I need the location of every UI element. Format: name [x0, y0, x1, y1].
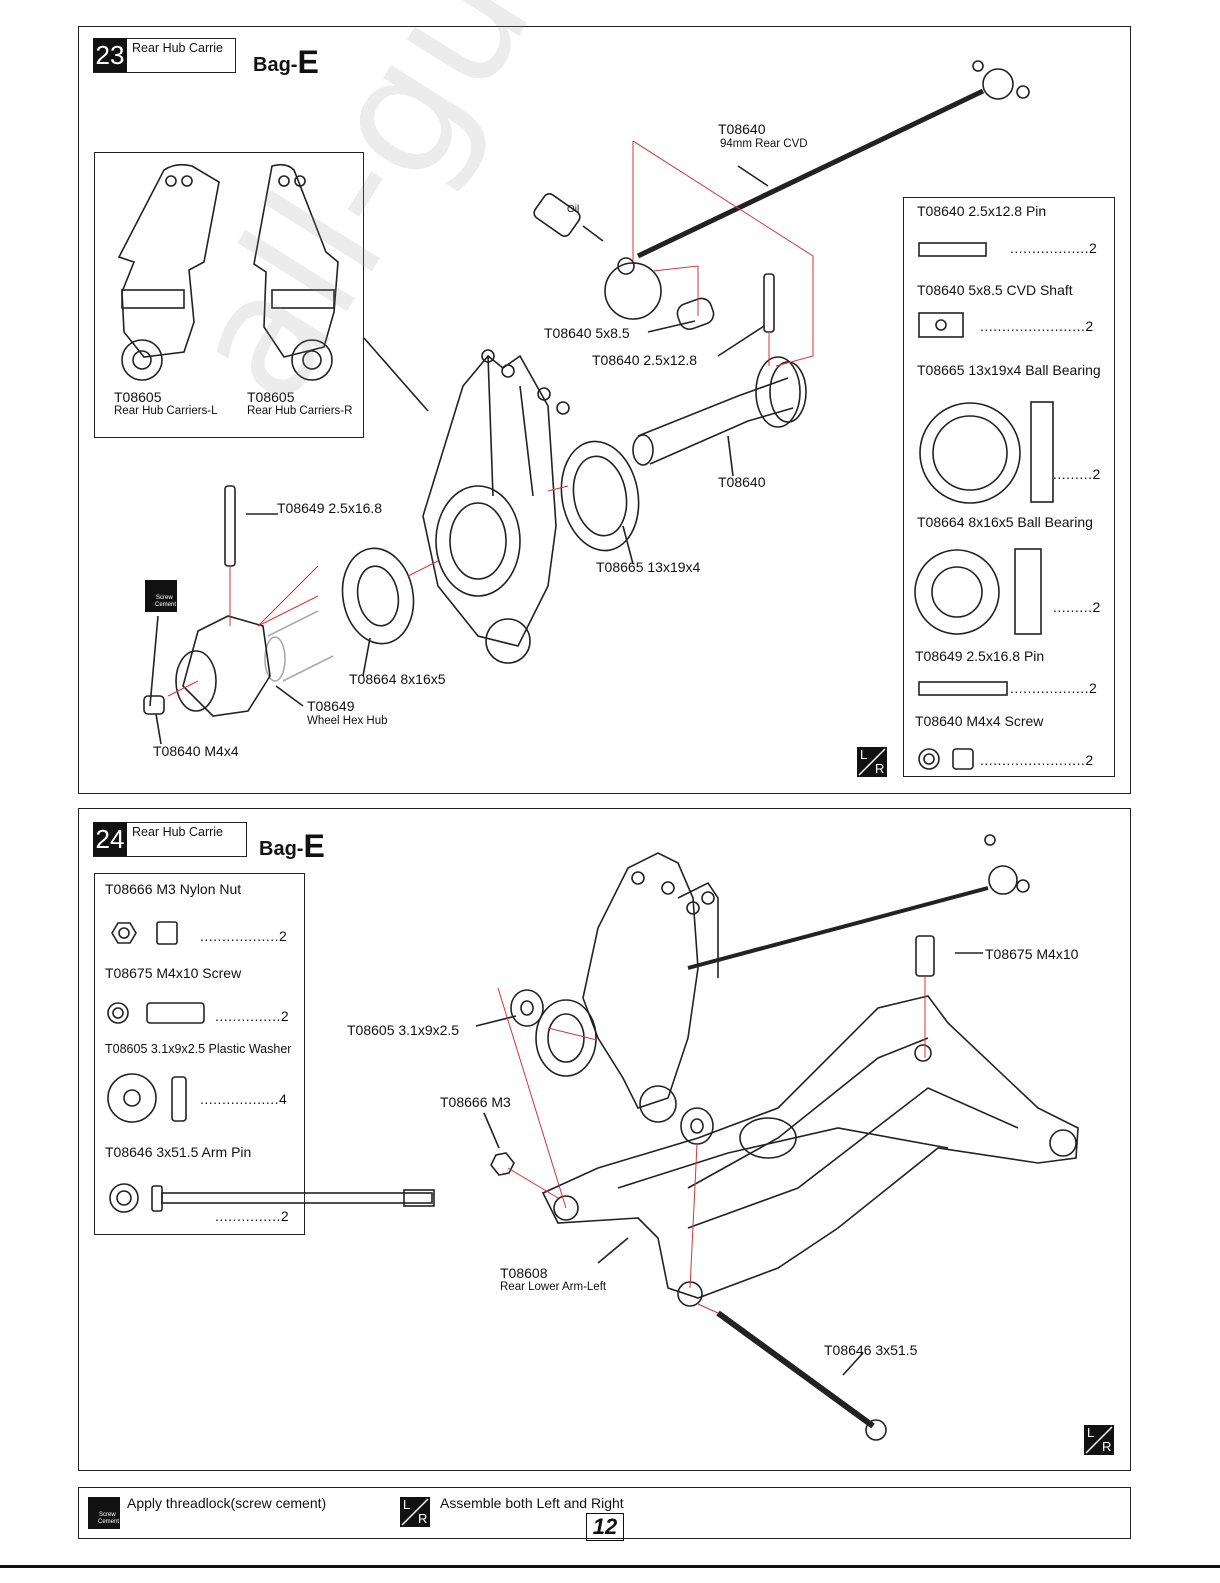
part-arm-pin-qty: ...............2	[215, 1208, 290, 1224]
carrier-r-code: T08605	[247, 389, 295, 405]
part-cvd-shaft-qty: ........................2	[980, 318, 1094, 334]
hub-carriers-drawing	[117, 163, 339, 381]
part-m3-nut-title: T08666 M3 Nylon Nut	[105, 881, 242, 897]
oil-bottle	[533, 193, 604, 242]
carrier-l-name: Rear Hub Carriers-L	[114, 405, 218, 417]
step-23-panel	[78, 26, 1131, 794]
screw-cement-line1: Screw	[156, 595, 173, 601]
part-bearing-8-title: T08664 8x16x5 Ball Bearing	[917, 514, 1093, 530]
axle-callout: T08640	[718, 474, 766, 490]
step-23-parts-list	[903, 197, 1115, 777]
lr-right-letter: R	[418, 1511, 428, 1526]
step-24-exploded-view	[475, 834, 1079, 1441]
step-23-parts-drawings	[914, 242, 1054, 770]
cvd-name: 94mm Rear CVD	[720, 138, 808, 150]
part-washer-qty: ..................4	[200, 1091, 288, 1107]
part-cvd-shaft-title: T08640 5x8.5 CVD Shaft	[917, 282, 1073, 298]
lower-arm-name: Rear Lower Arm-Left	[500, 1281, 607, 1293]
part-bearing-13-qty: .........2	[1053, 466, 1101, 482]
screw-cement-line2: Cement	[155, 602, 177, 608]
oil-label: Oil	[567, 204, 580, 215]
cvd-code: T08640	[718, 121, 766, 137]
carrier-l-code: T08605	[114, 389, 162, 405]
step-23-title: Rear Hub Carrie	[132, 41, 224, 55]
step-24-panel	[78, 808, 1131, 1471]
left-right-icon: L R	[1084, 1425, 1114, 1455]
screw-cement-icon: Screw Cement	[88, 1497, 120, 1529]
left-right-icon: L R	[857, 747, 887, 777]
part-pin-25x168-title: T08649 2.5x16.8 Pin	[915, 648, 1045, 664]
step-24-number: 24	[93, 822, 127, 856]
nut-m3-callout: T08666 M3	[440, 1094, 511, 1110]
step-24-parts-drawings	[107, 921, 435, 1213]
bearing-13-callout: T08665 13x19x4	[596, 559, 701, 575]
lr-left-letter: L	[860, 747, 868, 762]
screw-cement-line2: Cement	[98, 1519, 120, 1525]
hex-hub-code: T08649	[307, 698, 355, 714]
part-washer-title: T08605 3.1x9x2.5 Plastic Washer	[105, 1042, 292, 1056]
part-m4x10-title: T08675 M4x10 Screw	[105, 965, 242, 981]
part-screw-m4x4-title: T08640 M4x4 Screw	[915, 713, 1044, 729]
step-23-bag-prefix: Bag-	[253, 54, 298, 76]
part-pin-25x168-qty: ..................2	[1010, 680, 1098, 696]
hub-carriers-inset	[94, 152, 364, 438]
arm-pin-callout: T08646 3x51.5	[824, 1342, 918, 1358]
part-pin-25x128-qty: ..................2	[1010, 240, 1098, 256]
part-m4x10-qty: ...............2	[215, 1008, 290, 1024]
hex-hub-name: Wheel Hex Hub	[307, 715, 388, 727]
bottom-rule	[0, 1565, 1220, 1568]
footer-panel	[78, 1487, 1131, 1539]
part-bearing-8-qty: .........2	[1053, 599, 1101, 615]
bearing-8-callout: T08664 8x16x5	[349, 671, 446, 687]
part-m3-nut-qty: ..................2	[200, 928, 288, 944]
screw-m4x4-callout: T08640 M4x4	[153, 743, 239, 759]
part-arm-pin-title: T08646 3x51.5 Arm Pin	[105, 1144, 252, 1160]
part-pin-25x128-title: T08640 2.5x12.8 Pin	[917, 203, 1047, 219]
step-24-bag-letter: E	[303, 828, 325, 864]
step-23-bag-label: Bag-E	[253, 44, 319, 81]
left-right-icon: L R	[400, 1497, 430, 1527]
pin-25x128-callout: T08640 2.5x12.8	[592, 352, 698, 368]
step-24-bag-label: Bag-E	[259, 828, 325, 865]
step-23-number: 23	[93, 38, 127, 72]
lr-right-letter: R	[875, 761, 885, 776]
footer-threadlock-text: Apply threadlock(screw cement)	[127, 1495, 327, 1511]
lr-left-letter: L	[1087, 1425, 1095, 1440]
lr-right-letter: R	[1102, 1439, 1112, 1454]
shaft-5x85-callout: T08640 5x8.5	[544, 325, 630, 341]
page-number: 12	[586, 1513, 624, 1541]
step-24-bag-prefix: Bag-	[259, 838, 304, 860]
screw-m4x10-callout: T08675 M4x10	[985, 946, 1079, 962]
step-24-title: Rear Hub Carrie	[132, 825, 224, 839]
pin-25x168-callout: T08649 2.5x16.8	[277, 500, 383, 516]
part-screw-m4x4-qty: ........................2	[980, 752, 1094, 768]
screw-cement-line1: Screw	[99, 1512, 116, 1518]
part-bearing-13-title: T08665 13x19x4 Ball Bearing	[917, 362, 1101, 378]
lr-left-letter: L	[403, 1497, 411, 1512]
screw-cement-icon: Screw Cement	[145, 580, 177, 612]
step-23-bag-letter: E	[297, 44, 319, 80]
washer-callout: T08605 3.1x9x2.5	[347, 1022, 460, 1038]
footer-both-sides-text: Assemble both Left and Right	[440, 1495, 624, 1511]
step-23-exploded-view	[143, 60, 1030, 745]
lower-arm-code: T08608	[500, 1265, 548, 1281]
carrier-r-name: Rear Hub Carriers-R	[247, 405, 353, 417]
